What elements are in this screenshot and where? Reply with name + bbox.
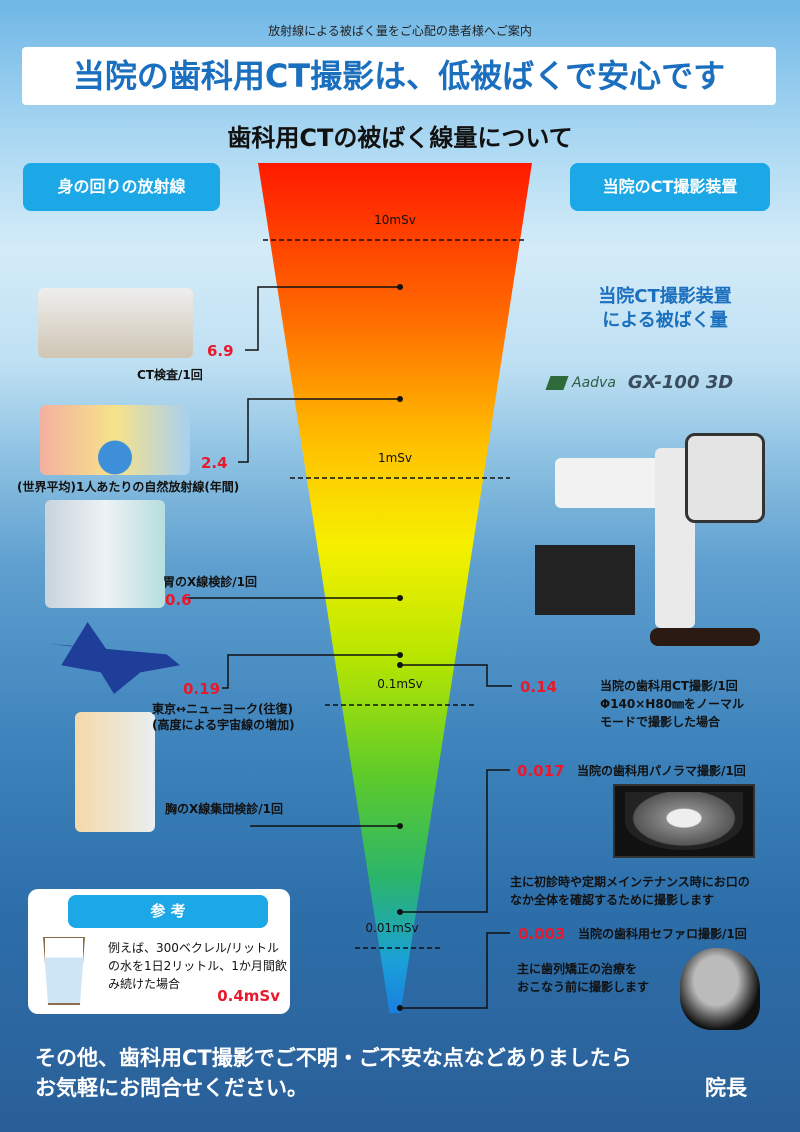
ct-scan-images [535, 545, 635, 615]
desc-dental-ct-2: モードで撮影した場合 [600, 715, 721, 729]
label-panorama: 当院の歯科用パノラマ撮影/1回 [577, 764, 746, 778]
brand-logo-icon [545, 375, 569, 390]
label-flight-note: (高度による宇宙線の増加) [152, 718, 295, 732]
reference-line2: の水を1日2リットル、1か月間飲 [108, 959, 287, 973]
panorama-xray-image [613, 784, 755, 858]
value-panorama: 0.017 [517, 762, 565, 780]
left-heading: 身の回りの放射線 [23, 163, 220, 211]
connector-flight [222, 654, 400, 689]
value-ct: 6.9 [207, 342, 234, 360]
value-dental-ct: 0.14 [520, 678, 558, 696]
label-natural: (世界平均)1人あたりの自然放射線(年間) [17, 480, 240, 494]
device-heading-line2: による被ばく量 [602, 310, 728, 331]
label-stomach: 胃のX線検診/1回 [163, 575, 257, 589]
world-people-illustration [40, 405, 190, 475]
desc-panorama-2: なか全体を確認するために撮影します [510, 893, 715, 907]
footer-signature: 院長 [705, 1076, 747, 1100]
label-chest: 胸のX線集団検診/1回 [165, 802, 283, 816]
section-title: 歯科用CTの被ばく線量について [227, 124, 573, 152]
reference-line1: 例えば、300ベクレル/リットル [108, 941, 279, 955]
chest-xray-illustration [75, 712, 155, 832]
dental-ct-info: 当院の歯科用CT撮影/1回 Φ140×H80㎜をノーマル モードで撮影した場合 [600, 677, 744, 731]
connector-ct [245, 286, 400, 351]
stomach-xray-illustration [45, 500, 165, 608]
device-dose-heading: 当院CT撮影装置 による被ばく量 [540, 285, 790, 333]
ct-scanner-illustration [38, 288, 193, 358]
value-cephalo: 0.003 [518, 925, 566, 943]
connector-dental-ct [400, 664, 512, 687]
device-brand-logo: Aadva GX-100 3D [545, 372, 734, 393]
cephalo-xray-image [680, 948, 760, 1030]
reference-value: 0.4mSv [217, 987, 280, 1005]
reference-line3: み続けた場合 [108, 977, 181, 991]
brand-name: Aadva [572, 374, 616, 391]
model-name: GX-100 3D [627, 372, 734, 393]
right-heading: 当院のCT撮影装置 [570, 163, 770, 211]
panorama-desc: 主に初診時や定期メインテナンス時にお口の なか全体を確認するために撮影します [510, 873, 750, 909]
footer-message: その他、歯科用CT撮影でご不明・ご不安な点などありましたら お気軽にお問合せくだ… [35, 1043, 632, 1103]
value-stomach: 0.6 [165, 591, 192, 609]
cephalo-desc: 主に歯列矯正の治療を おこなう前に撮影します [517, 960, 649, 996]
connector-natural [238, 398, 400, 463]
label-flight: 東京↔ニューヨーク(往復) [152, 702, 294, 716]
reference-box: 参 考 例えば、300ベクレル/リットル の水を1日2リットル、1か月間飲 み続… [28, 889, 290, 1014]
reference-title: 参 考 [68, 895, 268, 928]
scale-10msv: 10mSv [374, 213, 416, 227]
label-dental-ct: 当院の歯科用CT撮影/1回 [600, 679, 738, 693]
desc-panorama-1: 主に初診時や定期メインテナンス時にお口の [510, 875, 750, 889]
value-natural: 2.4 [201, 454, 228, 472]
scale-0.1msv: 0.1mSv [377, 677, 423, 691]
value-flight: 0.19 [183, 680, 221, 698]
label-ct: CT検査/1回 [137, 368, 203, 382]
scale-0.01msv: 0.01mSv [365, 921, 419, 935]
device-heading-line1: 当院CT撮影装置 [598, 286, 732, 307]
main-title: 当院の歯科用CT撮影は、低被ばくで安心です [22, 47, 776, 105]
subtitle: 放射線による被ばく量をご心配の患者様へご案内 [268, 24, 532, 38]
footer-line1: その他、歯科用CT撮影でご不明・ご不安な点などありましたら [35, 1046, 632, 1070]
connector-cephalo [400, 932, 510, 1009]
water-glass-icon [43, 937, 85, 1005]
desc-cephalo-2: おこなう前に撮影します [517, 980, 650, 994]
desc-dental-ct-1: Φ140×H80㎜をノーマル [600, 697, 745, 711]
desc-cephalo-1: 主に歯列矯正の治療を [517, 962, 638, 976]
ct-device-photo [555, 433, 790, 648]
scale-1msv: 1mSv [377, 451, 413, 465]
label-cephalo: 当院の歯科用セファロ撮影/1回 [578, 927, 747, 941]
connector-panorama [400, 769, 510, 913]
footer-line2: お気軽にお問合せください。 [35, 1076, 308, 1100]
